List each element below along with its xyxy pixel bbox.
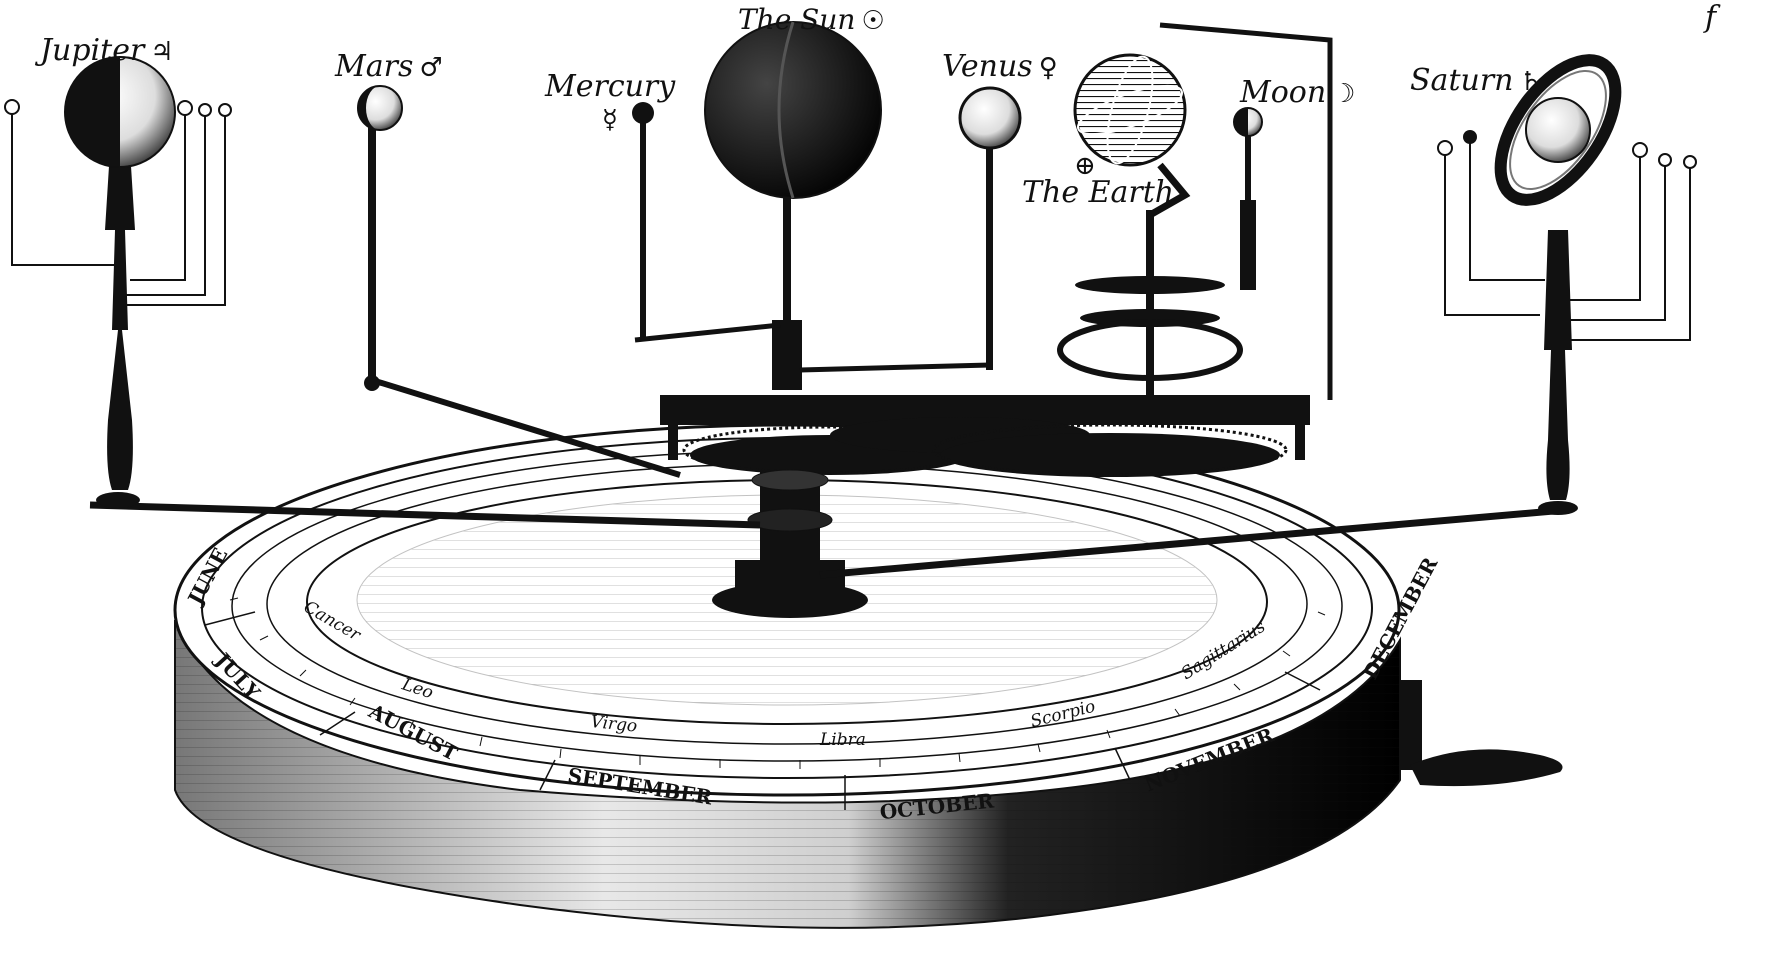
earth-assembly xyxy=(1057,53,1263,410)
saturn-moon-wires xyxy=(1444,140,1691,341)
venus-label: Venus♀ xyxy=(942,52,1058,82)
saturn-moon xyxy=(1683,155,1697,169)
saturn-ring xyxy=(1494,54,1622,206)
plate-post-left xyxy=(668,405,678,460)
third-gear xyxy=(940,433,1280,477)
jupiter-label: Jupiter♃ xyxy=(40,36,174,66)
saturn-name: Saturn xyxy=(1410,63,1514,98)
saturn-label: Saturn♄ xyxy=(1410,66,1543,96)
sun-symbol: ☉ xyxy=(861,6,885,36)
jupiter-moon xyxy=(4,99,20,115)
mercury-assembly xyxy=(632,102,654,340)
mercury-name: Mercury xyxy=(545,69,676,104)
jupiter-shadow xyxy=(65,57,120,167)
planet-arms xyxy=(89,22,1566,579)
sun-pillar-boss xyxy=(772,320,802,390)
month-dividers xyxy=(204,611,1321,810)
sun-label: The Sun☉ xyxy=(738,3,885,36)
venus-rod xyxy=(986,145,993,370)
earth-disc-upper xyxy=(1075,276,1225,294)
jupiter-name: Jupiter xyxy=(40,33,145,68)
column-collar-1 xyxy=(751,469,829,491)
venus-assembly xyxy=(958,86,1022,370)
mercury-planet xyxy=(632,102,654,124)
earth-meridian xyxy=(1106,55,1154,165)
saturn-foot xyxy=(1538,501,1578,515)
jupiter-symbol: ♃ xyxy=(150,37,174,67)
sun-pillar xyxy=(783,180,791,390)
jupiter-moon xyxy=(198,103,212,117)
mars-assembly xyxy=(357,85,403,391)
sun-globe xyxy=(704,21,882,199)
mercury-label: Mercury xyxy=(545,72,675,102)
column-lower xyxy=(735,560,845,600)
jupiter-foot xyxy=(96,492,140,508)
saturn-moon xyxy=(1437,140,1453,156)
plate-post-right xyxy=(1295,405,1305,460)
saturn-assembly xyxy=(1437,54,1697,515)
column-collar-2 xyxy=(747,508,833,532)
saturn-planet xyxy=(1525,97,1591,163)
mars-shadow xyxy=(358,86,380,130)
jupiter-moon-wires xyxy=(11,110,226,306)
saturn-moon xyxy=(1632,142,1648,158)
third-gear-teeth xyxy=(932,423,1288,477)
moon-symbol: ☽ xyxy=(1332,79,1356,109)
moon-name: Moon xyxy=(1240,75,1327,110)
mars-label: Mars♂ xyxy=(335,52,443,82)
earth-hoop xyxy=(1057,319,1243,381)
sun-meridian xyxy=(777,21,795,199)
mercury-rod xyxy=(640,120,646,340)
saturn-arm xyxy=(819,506,1566,579)
mercury-symbol-label: ☿ xyxy=(596,104,618,134)
zodiac-label: Libra xyxy=(819,730,866,750)
jupiter-pillar xyxy=(105,150,135,490)
saturn-pillar xyxy=(1544,230,1572,500)
venus-name: Venus xyxy=(942,49,1033,84)
mars-rod-foot xyxy=(364,375,380,391)
sun-name: The Sun xyxy=(738,3,856,36)
earth-arm xyxy=(1159,22,1333,400)
gear-train xyxy=(660,180,1310,618)
zodiac-label: Virgo xyxy=(590,712,639,737)
mars-arm xyxy=(371,377,681,478)
crank-handle xyxy=(1400,680,1563,787)
jupiter-arm xyxy=(89,501,761,529)
jupiter-assembly xyxy=(4,56,232,508)
earth-equator xyxy=(1077,84,1183,136)
mars-name: Mars xyxy=(335,49,414,84)
jupiter-moon xyxy=(177,100,193,116)
saturn-moon xyxy=(1658,153,1672,167)
earth-symbol-label: ⊕ xyxy=(1068,150,1096,180)
mercury-symbol: ☿ xyxy=(602,105,618,135)
saturn-symbol: ♄ xyxy=(1519,67,1543,97)
mars-symbol: ♂ xyxy=(419,53,443,83)
saturn-moon xyxy=(1463,130,1477,144)
moon-shadow xyxy=(1234,108,1248,136)
earth-globe xyxy=(1073,53,1187,167)
day-scale-ticks xyxy=(229,597,1326,769)
venus-arm xyxy=(799,362,991,373)
jupiter-moon xyxy=(218,103,232,117)
venus-symbol: ♀ xyxy=(1038,53,1058,83)
mars-rod xyxy=(368,120,376,380)
sun-assembly xyxy=(704,21,882,199)
earth-name: The Earth xyxy=(1022,175,1175,210)
venus-planet xyxy=(958,86,1022,150)
moon-label: Moon☽ xyxy=(1240,78,1355,108)
earth-symbol: ⊕ xyxy=(1074,151,1096,181)
moon-rod-sleeve xyxy=(1240,200,1256,290)
saturn-ring-inner xyxy=(1509,69,1607,191)
orrery-base: JUNE JULY AUGUST SEPTEMBER OCTOBER NOVEM… xyxy=(173,423,1563,929)
mercury-arm xyxy=(634,322,781,343)
corner-mark: f xyxy=(1705,0,1717,35)
earth-label: The Earth xyxy=(1022,178,1174,208)
